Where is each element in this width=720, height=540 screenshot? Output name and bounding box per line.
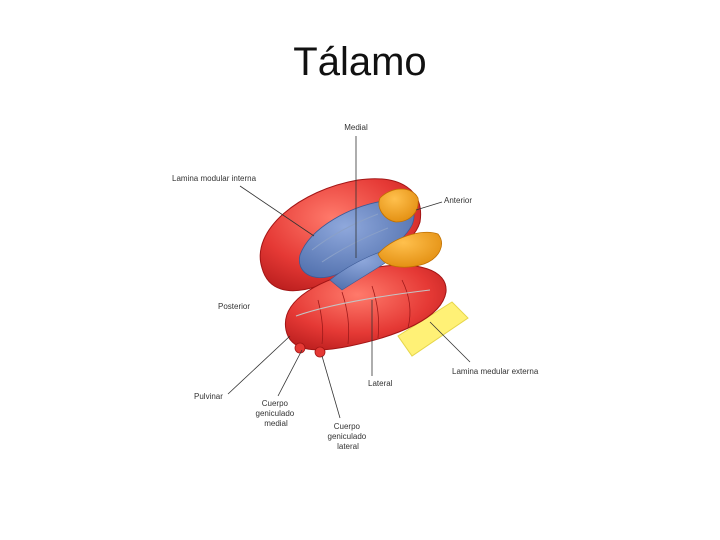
label-lateral: Lateral (368, 379, 393, 388)
label-lamina-medular-interna: Lamina modular interna (172, 174, 257, 183)
reticular-band (397, 301, 469, 357)
upper-thalamus (259, 178, 422, 292)
label-anterior: Anterior (444, 196, 472, 205)
label-posterior: Posterior (218, 302, 250, 311)
label-cuerpo-geniculado-lateral: Cuerpo geniculado lateral (328, 422, 369, 451)
label-lamina-medular-externa: Lamina medular externa (452, 367, 539, 376)
lower-thalamus (284, 231, 447, 358)
label-medial: Medial (344, 123, 368, 132)
label-pulvinar: Pulvinar (194, 392, 223, 401)
leader-lines (227, 136, 471, 419)
label-cuerpo-geniculado-medial: Cuerpo geniculado medial (256, 399, 297, 428)
slide-title: Tálamo (293, 40, 427, 84)
